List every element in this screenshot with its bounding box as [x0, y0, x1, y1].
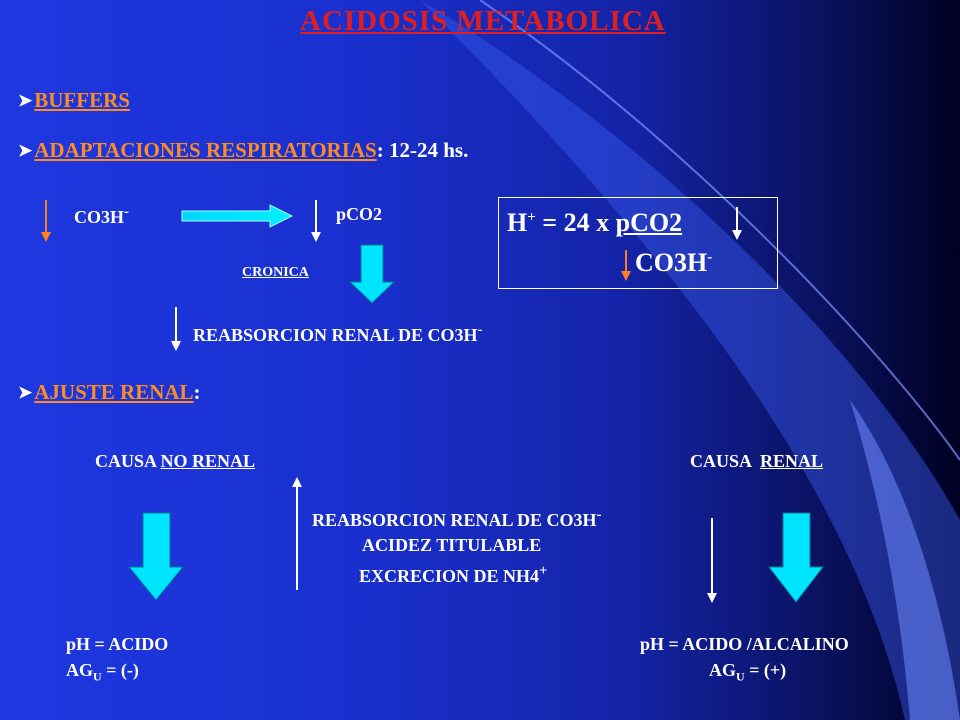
- arrowhead-bullet-icon: ➤: [18, 382, 33, 402]
- excrecion-nh4-label: EXCRECION DE NH4+: [359, 563, 548, 586]
- bullet-renal-suffix: :: [193, 380, 201, 404]
- background-accent: [850, 400, 960, 720]
- down-arrow-pco2-icon: [311, 200, 321, 242]
- bullet-renal-label: AJUSTE RENAL: [34, 380, 194, 404]
- right-arrow-icon: [181, 204, 294, 228]
- renal-reabsorcion-label: REABSORCION RENAL DE CO3H-: [312, 507, 602, 530]
- no-renal-block-arrow-icon: [127, 512, 185, 601]
- co3h-label: CO3H-: [74, 204, 130, 227]
- formula-numerator: H+ = 24 x pCO2: [507, 208, 683, 237]
- bullet-buffers: ➤ BUFFERS: [18, 88, 130, 113]
- up-arrow-renal-icon: [292, 477, 302, 590]
- down-arrow-formula-co3h-icon: [621, 250, 631, 281]
- right-ph-label: pH = ACIDO /ALCALINO: [640, 634, 849, 654]
- reabsorcion-renal-label: REABSORCION RENAL DE CO3H-: [193, 322, 483, 345]
- arrowhead-bullet-icon: ➤: [18, 90, 33, 110]
- bullet-adaptaciones-respiratorias: ➤ ADAPTACIONES RESPIRATORIAS : 12-24 hs.: [18, 138, 468, 163]
- pco2-label: pCO2: [336, 204, 383, 224]
- left-ag-label: AGU = (-): [66, 660, 139, 684]
- down-arrow-co3h-icon: [41, 200, 51, 242]
- background-curve-line: [479, 0, 960, 461]
- causa-no-renal-label: CAUSA NO RENAL: [95, 451, 256, 471]
- slide-title: ACIDOSIS METABOLICA: [300, 5, 666, 37]
- formula-denominator: CO3H-: [635, 248, 713, 277]
- acidez-titulable-label: ACIDEZ TITULABLE: [362, 535, 542, 555]
- renal-block-arrow-icon: [767, 512, 825, 603]
- bullet-resp-suffix: : 12-24 hs.: [376, 138, 469, 162]
- left-ph-label: pH = ACIDO: [66, 634, 169, 654]
- right-ag-label: AGU = (+): [709, 660, 787, 684]
- bullet-buffers-label: BUFFERS: [34, 88, 130, 112]
- causa-renal-label: CAUSA RENAL: [690, 451, 824, 471]
- formula-box: H+ = 24 x pCO2 CO3H-: [498, 197, 778, 289]
- bullet-resp-label: ADAPTACIONES RESPIRATORIAS: [34, 138, 377, 162]
- down-arrow-reabsorcion-icon: [171, 307, 181, 351]
- down-arrow-formula-pco2-icon: [732, 207, 742, 240]
- bullet-ajuste-renal: ➤ AJUSTE RENAL :: [18, 380, 201, 405]
- down-arrow-renal-right-icon: [707, 518, 717, 603]
- cronica-block-arrow-icon: [348, 244, 396, 304]
- arrowhead-bullet-icon: ➤: [18, 140, 33, 160]
- cronica-label: CRONICA: [242, 265, 309, 280]
